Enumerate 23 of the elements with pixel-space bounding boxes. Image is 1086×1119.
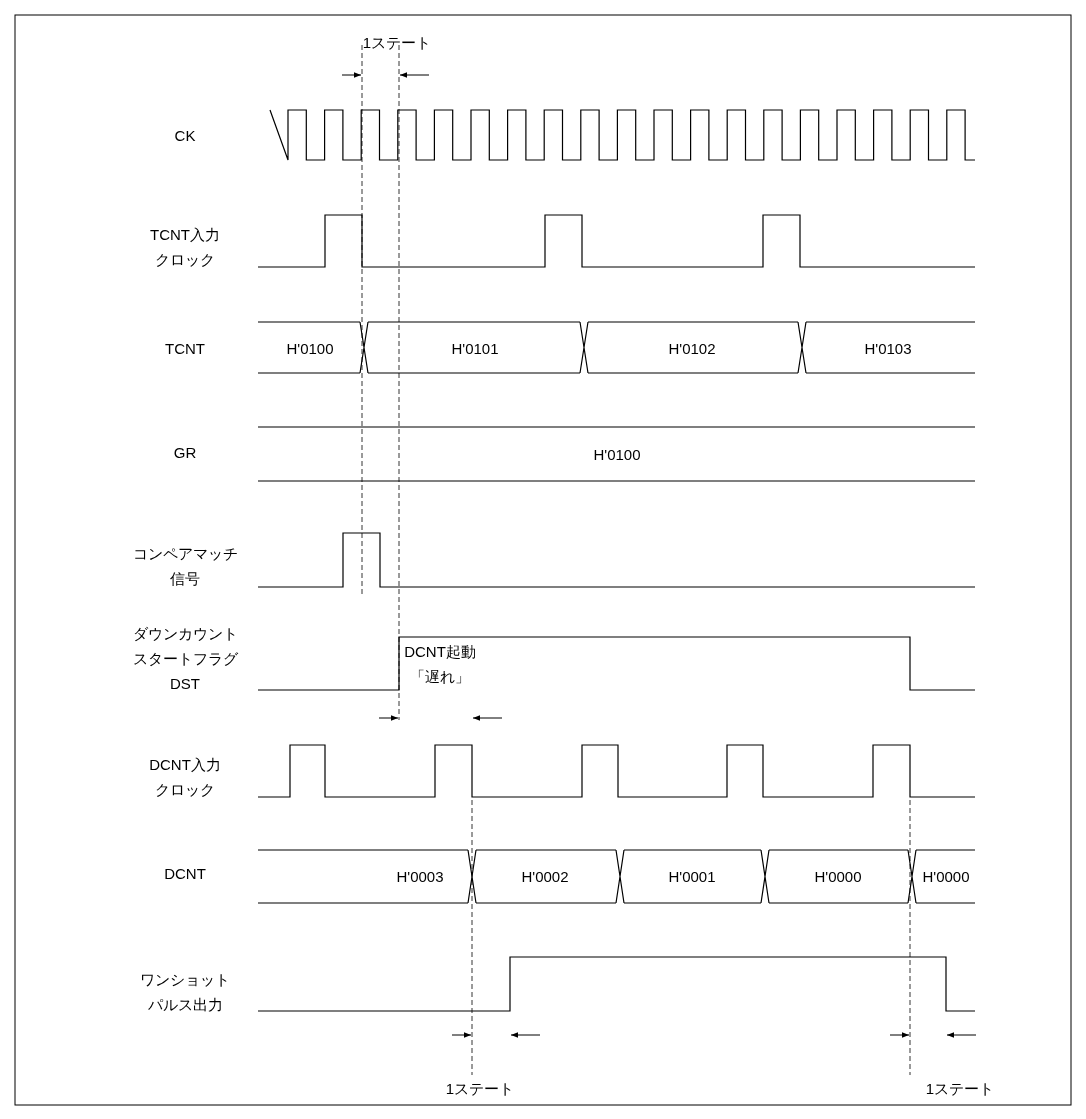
signal-name: DCNT — [164, 863, 206, 884]
bus-value: H'0002 — [521, 866, 569, 887]
bus-value: H'0000 — [814, 866, 862, 887]
bus-value: H'0100 — [593, 444, 641, 465]
signal-name: コンペアマッチ信号 — [131, 544, 239, 589]
bus-value: H'0003 — [396, 866, 444, 887]
dimension-label: 1ステート — [445, 1078, 515, 1099]
signal-name: ワンショットパルス出力 — [139, 970, 231, 1015]
dimension-label: 1ステート — [362, 32, 432, 53]
annotation-text: DCNT起動「遅れ」 — [403, 642, 477, 687]
bus-value: H'0100 — [286, 338, 334, 359]
bus-value: H'0103 — [864, 338, 912, 359]
bus-value: H'0001 — [668, 866, 716, 887]
bus-value: H'0000 — [922, 866, 970, 887]
signal-name: CK — [174, 125, 196, 146]
signal-name: GR — [173, 442, 197, 463]
signal-name: ダウンカウントスタートフラグDST — [131, 623, 239, 694]
signal-name: DCNT入力クロック — [148, 755, 222, 800]
signal-name: TCNT — [165, 338, 205, 359]
dimension-label: 1ステート — [925, 1078, 995, 1099]
bus-value: H'0102 — [668, 338, 716, 359]
bus-value: H'0101 — [451, 338, 499, 359]
signal-name: TCNT入力クロック — [149, 225, 221, 270]
